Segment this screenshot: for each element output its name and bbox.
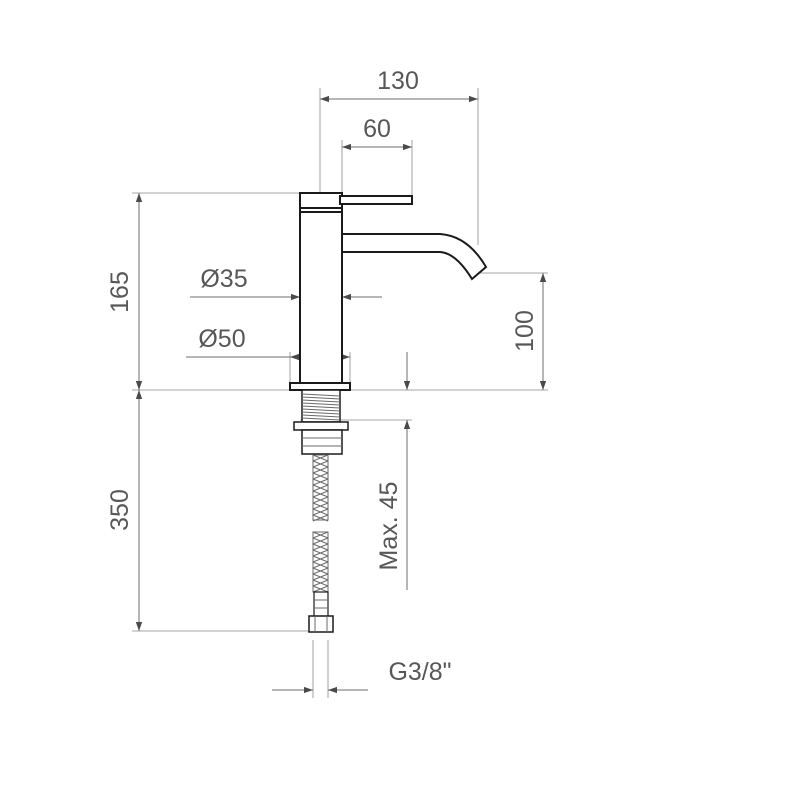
dimension-labels: 130 60 Ø35 Ø50 165 350 100 Max. 45 G3/8" [106,67,539,686]
faucet-column [299,192,343,384]
faucet-spout [339,233,488,281]
label-max45: Max. 45 [375,482,403,571]
faucet-lever [339,195,413,205]
dimension-lines [135,95,547,694]
label-130: 130 [377,67,419,95]
label-d50: Ø50 [198,325,245,353]
label-d35: Ø35 [200,265,247,293]
label-165: 165 [106,271,134,313]
label-100: 100 [511,310,539,352]
mounting-shank [293,389,349,455]
faucet-base [289,382,351,391]
label-g38: G3/8" [388,658,451,686]
faucet-body [289,192,488,391]
braided-hose [308,454,334,633]
label-60: 60 [363,115,391,143]
label-350: 350 [106,489,134,531]
